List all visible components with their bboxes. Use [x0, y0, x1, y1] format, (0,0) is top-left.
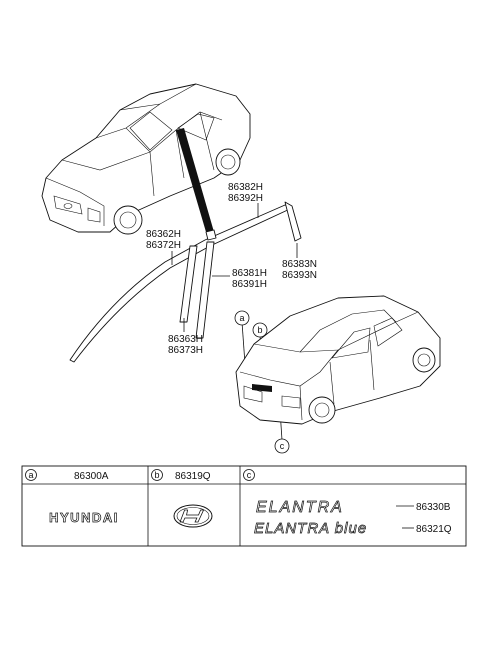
- part-label-86373H: 86373H: [168, 345, 203, 356]
- svg-text:ELANTRA: ELANTRA: [256, 499, 344, 516]
- part-label-86381H: 86381H: [232, 268, 267, 279]
- svg-text:a: a: [239, 313, 244, 323]
- svg-text:HYUNDAI: HYUNDAI: [49, 510, 119, 525]
- part-label-86362H: 86362H: [146, 229, 181, 240]
- front-car-illustration: [41, 83, 251, 235]
- table-key-b: b: [151, 469, 163, 481]
- svg-text:c: c: [280, 441, 285, 451]
- svg-text:c: c: [247, 470, 252, 480]
- molding-strips: [69, 201, 302, 363]
- part-label-86383N: 86383N: [282, 259, 317, 270]
- hyundai-logo-icon: [173, 504, 213, 528]
- part-label-86393N: 86393N: [282, 270, 317, 281]
- elantra-emblem: ELANTRA: [256, 499, 344, 517]
- elantra-blue-emblem: ELANTRA blue: [254, 520, 367, 538]
- part-label-86372H: 86372H: [146, 240, 181, 251]
- callout-c: c: [274, 438, 290, 454]
- callout-b: b: [252, 322, 268, 338]
- part-label-86382H: 86382H: [228, 182, 263, 193]
- emblem-table: a b c 86300A 86319Q HYUNDAI ELANTRA 8633…: [21, 465, 467, 547]
- svg-text:a: a: [28, 470, 33, 480]
- hyundai-wordmark-emblem: HYUNDAI: [49, 510, 119, 526]
- part-label-86300A: 86300A: [74, 471, 109, 482]
- svg-text:ELANTRA blue: ELANTRA blue: [254, 520, 367, 537]
- callout-a: a: [234, 310, 250, 326]
- part-label-86321Q: 86321Q: [416, 524, 452, 535]
- part-label-86391H: 86391H: [232, 279, 267, 290]
- table-key-c: c: [243, 469, 255, 481]
- part-label-86392H: 86392H: [228, 193, 263, 204]
- part-label-86330B: 86330B: [416, 502, 451, 513]
- rear-car-illustration: [235, 295, 441, 425]
- part-label-86363H: 86363H: [168, 334, 203, 345]
- svg-text:b: b: [257, 325, 262, 335]
- part-label-86319Q: 86319Q: [175, 471, 211, 482]
- table-key-a: a: [25, 469, 37, 481]
- svg-text:b: b: [154, 470, 159, 480]
